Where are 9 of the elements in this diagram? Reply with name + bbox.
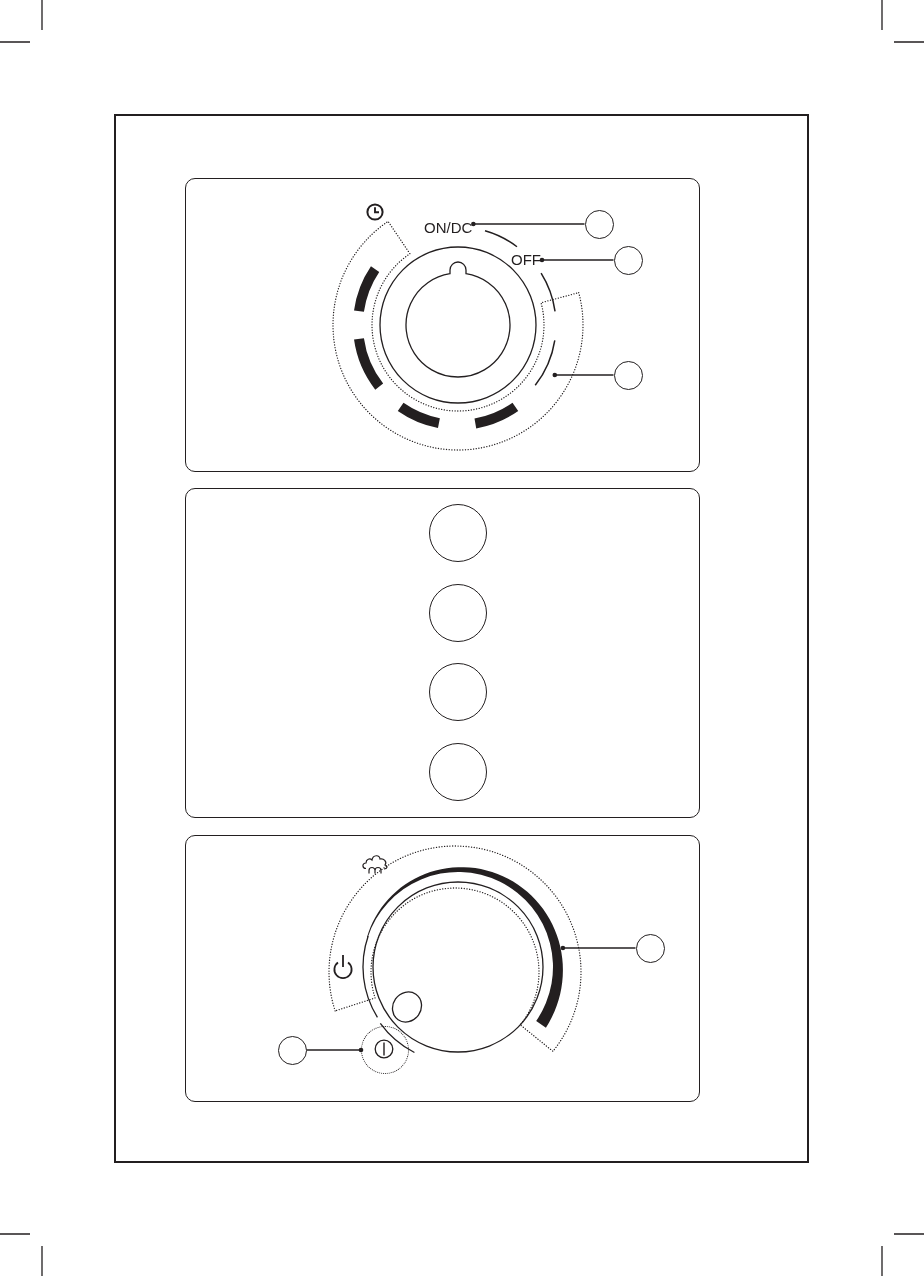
leader-line xyxy=(305,1047,364,1053)
dial-label: OFF xyxy=(510,251,542,269)
scale-arc xyxy=(534,339,556,387)
leader-line xyxy=(552,372,615,378)
leader-line xyxy=(471,221,586,227)
leader-line xyxy=(560,945,637,951)
dial-label: ON/DC xyxy=(423,219,474,237)
leader-line xyxy=(539,257,615,263)
scale-band xyxy=(366,867,563,1028)
